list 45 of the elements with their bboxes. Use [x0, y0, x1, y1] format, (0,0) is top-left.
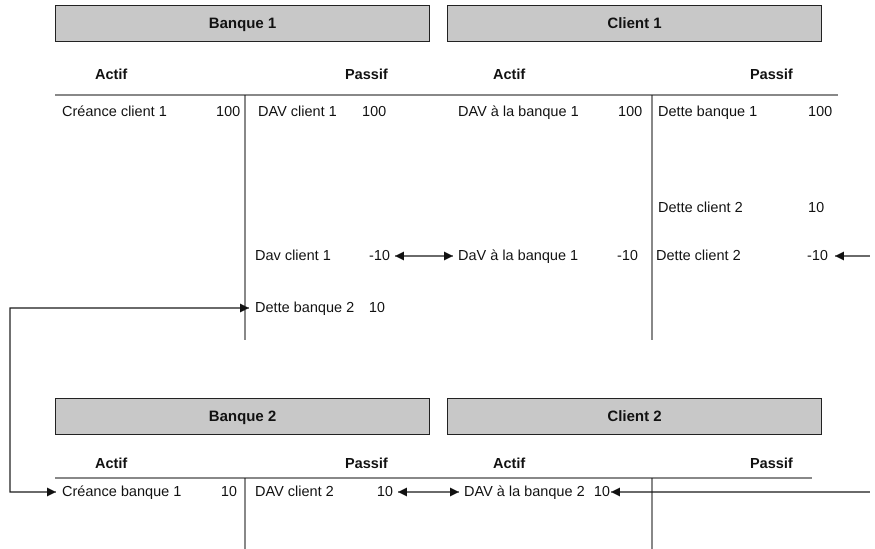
account-title: Banque 1 — [208, 15, 276, 32]
entry-text: 100 — [216, 103, 240, 122]
entry-name: Dav client 1 — [255, 248, 331, 264]
arrow — [611, 488, 870, 496]
account-title: Banque 2 — [208, 408, 276, 425]
amount: -10 — [369, 248, 390, 264]
column-heading: Actif — [95, 66, 128, 85]
column-heading: Passif — [750, 66, 793, 85]
entry-text: 100 — [808, 103, 832, 122]
column-heading: Actif — [493, 455, 526, 474]
entry-text: 100 — [618, 103, 642, 122]
entry-text: 100 — [362, 103, 386, 122]
entry-name: DAV client 2 — [255, 484, 334, 500]
account-header — [55, 5, 430, 42]
arrow — [395, 252, 453, 260]
entry-text: Dette banque 1 — [658, 103, 758, 122]
account-header — [55, 398, 430, 435]
entry-text: Créance client 1 — [62, 103, 167, 122]
arrow — [835, 252, 870, 260]
amount: 10 — [220, 484, 237, 500]
account-title: Client 1 — [607, 15, 662, 32]
entry-name: Dette client 2 — [656, 248, 741, 264]
arrow — [9, 304, 249, 496]
entry-text: 10 — [808, 199, 824, 218]
arrow — [398, 488, 459, 496]
account-title: Client 2 — [607, 408, 662, 425]
entry-name: DAV à la banque 2 — [464, 484, 585, 500]
entry-name: Créance banque 1 — [62, 484, 182, 500]
entry-name: DaV à la banque 1 — [458, 248, 578, 264]
amount: -10 — [807, 248, 828, 264]
account-header — [447, 5, 822, 42]
column-heading: Passif — [345, 66, 388, 85]
entry-text: Dette client 2 — [658, 199, 743, 218]
column-heading: Passif — [750, 455, 793, 474]
column-heading: Passif — [345, 455, 388, 474]
entry-name: Dette banque 2 — [255, 300, 354, 316]
amount: 10 — [594, 484, 610, 500]
account-header — [447, 398, 822, 435]
entry-text: DAV client 1 — [258, 103, 337, 122]
amount: 10 — [368, 300, 385, 316]
amount: -10 — [617, 248, 638, 264]
column-heading: Actif — [493, 66, 526, 85]
entry-text: DAV à la banque 1 — [458, 103, 579, 122]
amount: 10 — [376, 484, 393, 500]
column-heading: Actif — [95, 455, 128, 474]
